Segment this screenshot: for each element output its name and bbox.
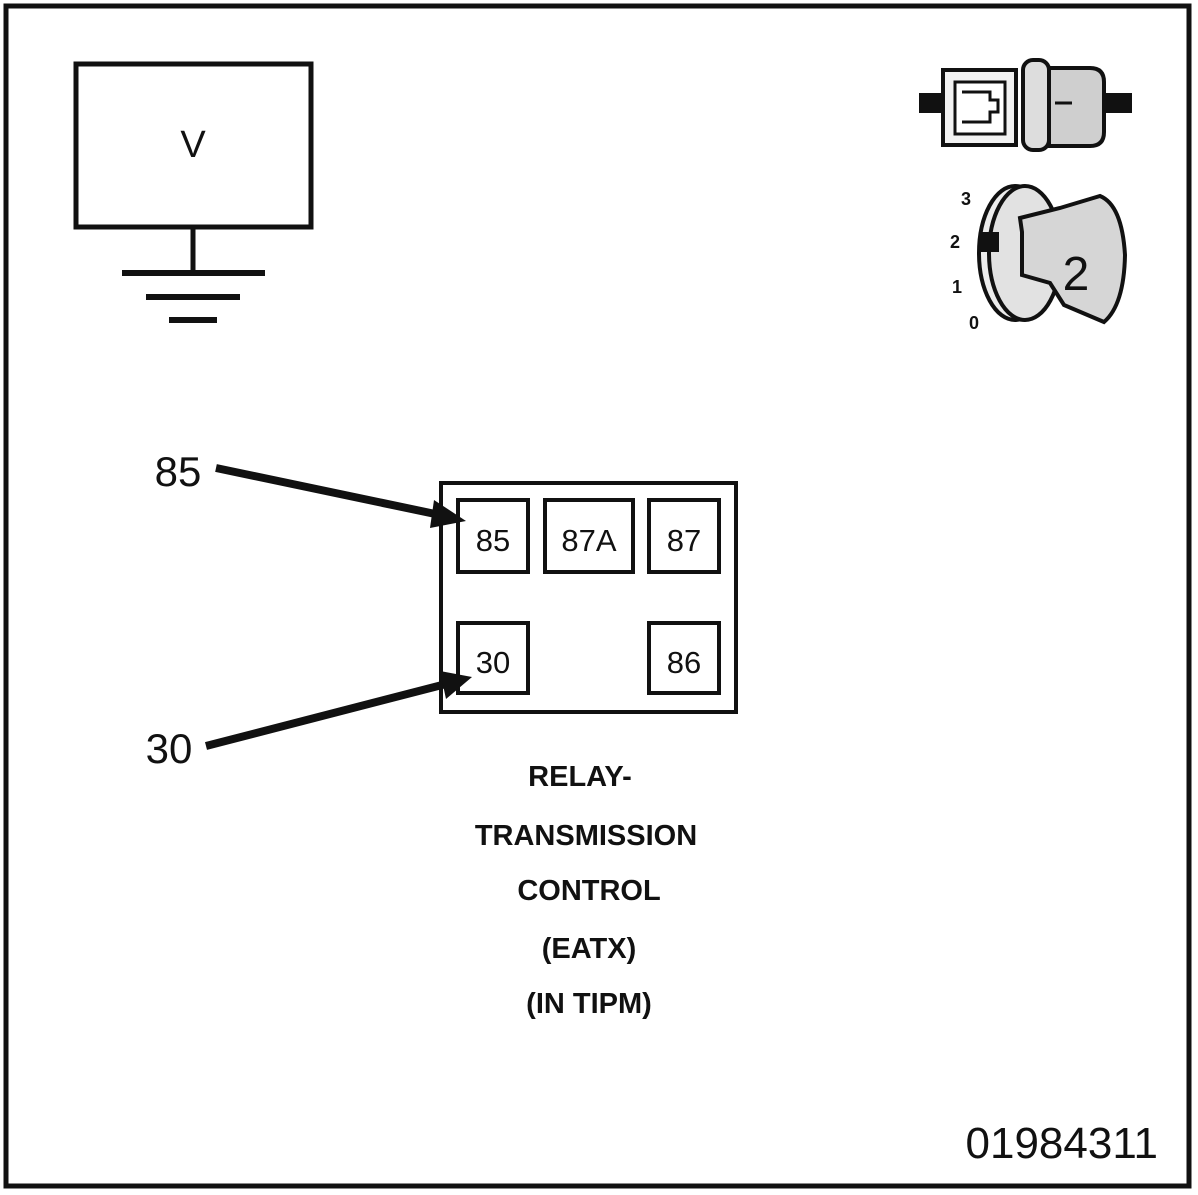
terminal-85-box [456, 498, 530, 574]
key-position-3: 3 [961, 189, 971, 209]
relay-title-line-3: CONTROL [517, 875, 660, 907]
voltmeter-symbol: V [180, 124, 206, 166]
key-selected-position: 2 [1063, 248, 1090, 301]
terminal-87-label: 87 [667, 523, 701, 558]
terminal-87a-box [543, 498, 635, 574]
ignition-key-icon: 3 2 1 0 2 [950, 184, 1128, 333]
connector-disconnected-icon [919, 58, 1132, 152]
terminal-87-box [647, 498, 721, 574]
relay-title-line-1: RELAY- [528, 761, 632, 793]
probe-arrow-85: 85 [155, 448, 466, 528]
key-position-1: 1 [952, 277, 962, 297]
relay-block: 85 87A 87 30 86 [439, 481, 738, 714]
terminal-87a-label: 87A [561, 523, 616, 558]
relay-title: RELAY- TRANSMISSION CONTROL (EATX) (IN T… [475, 761, 697, 1020]
figure-id: 01984311 [966, 1119, 1159, 1168]
voltmeter-box [73, 61, 314, 230]
terminal-30-label: 30 [476, 645, 510, 680]
terminal-86-box [647, 621, 721, 695]
key-position-2: 2 [950, 232, 960, 252]
terminal-30-box [456, 621, 530, 695]
key-position-0: 0 [969, 313, 979, 333]
relay-title-line-4: (EATX) [542, 933, 637, 965]
arrow-label-30: 30 [146, 725, 193, 772]
voltmeter-icon: V [73, 61, 314, 323]
relay-title-line-5: (IN TIPM) [526, 988, 652, 1020]
terminal-86-label: 86 [667, 645, 701, 680]
terminal-85-label: 85 [476, 523, 510, 558]
probe-arrow-30: 30 [146, 671, 472, 772]
arrow-label-85: 85 [155, 448, 202, 495]
relay-title-line-2: TRANSMISSION [475, 820, 697, 852]
